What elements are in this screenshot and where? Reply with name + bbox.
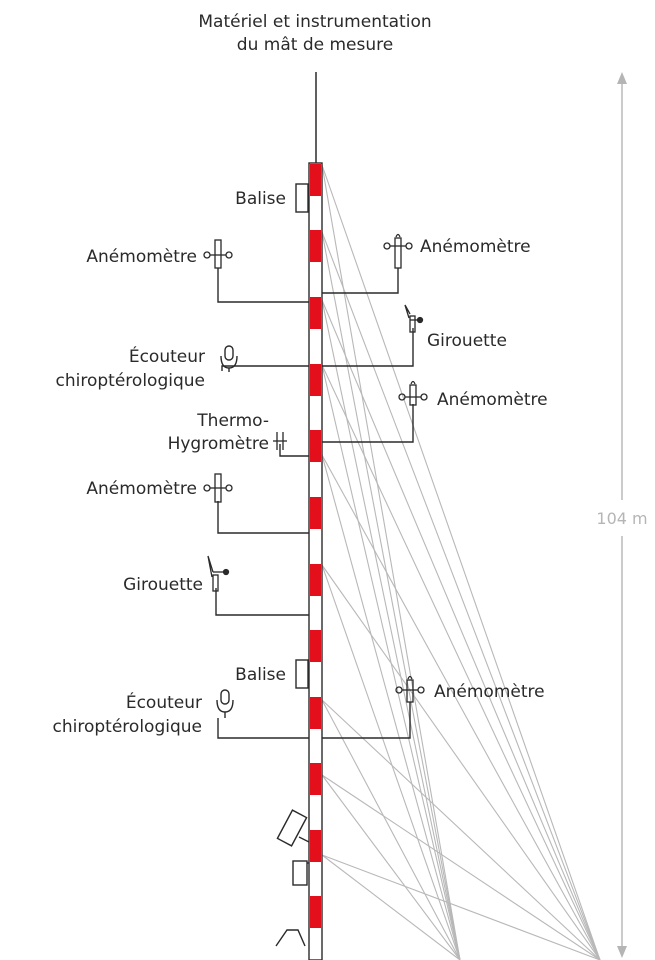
logger-box-icon — [292, 860, 308, 886]
anemometer-icon — [203, 239, 233, 269]
anemometer-icon — [395, 675, 425, 703]
wind-vane-icon — [207, 555, 230, 592]
microphone-icon — [216, 689, 234, 718]
title-line-2: du mât de mesure — [237, 35, 393, 55]
label-thermo-line-2: Hygromètre — [168, 434, 269, 454]
label-anemometre-right-1: Anémomètre — [420, 237, 531, 257]
label-balise-bottom: Balise — [235, 665, 286, 685]
connection-lines — [215, 268, 414, 864]
label-anemometre-left-2: Anémomètre — [86, 479, 197, 499]
base-frame-icon — [275, 929, 306, 947]
height-dimension — [617, 72, 627, 958]
label-anemometre-left-1: Anémomètre — [86, 247, 197, 267]
guy-wires — [321, 164, 601, 960]
mast — [308, 162, 323, 960]
solar-panel-mount — [298, 836, 310, 843]
label-anemometre-right-3: Anémomètre — [434, 682, 545, 702]
anemometer-icon — [203, 473, 233, 503]
height-label: 104 m — [596, 509, 647, 528]
label-ecouteur-2-line-2: chiroptérologique — [53, 717, 202, 737]
label-anemometre-right-2: Anémomètre — [437, 390, 548, 410]
label-ecouteur-1-line-2: chiroptérologique — [56, 371, 205, 391]
label-ecouteur-1-line-1: Écouteur — [129, 345, 205, 367]
title-line-1: Matériel et instrumentation — [198, 12, 431, 32]
anemometer-icon — [383, 233, 413, 269]
anemometer-icon — [398, 380, 428, 406]
label-ecouteur-2-line-1: Écouteur — [126, 691, 202, 713]
solar-panel-icon — [276, 809, 308, 847]
wind-vane-icon — [404, 304, 424, 333]
thermo-hygrometer-icon — [273, 432, 287, 450]
beacon-icon — [295, 659, 309, 689]
label-thermo-line-1: Thermo- — [196, 411, 269, 431]
label-girouette-right: Girouette — [427, 331, 507, 351]
microphone-icon — [220, 345, 238, 372]
beacon-icon — [295, 183, 309, 213]
label-girouette-left: Girouette — [123, 575, 203, 595]
label-balise-top: Balise — [235, 189, 286, 209]
